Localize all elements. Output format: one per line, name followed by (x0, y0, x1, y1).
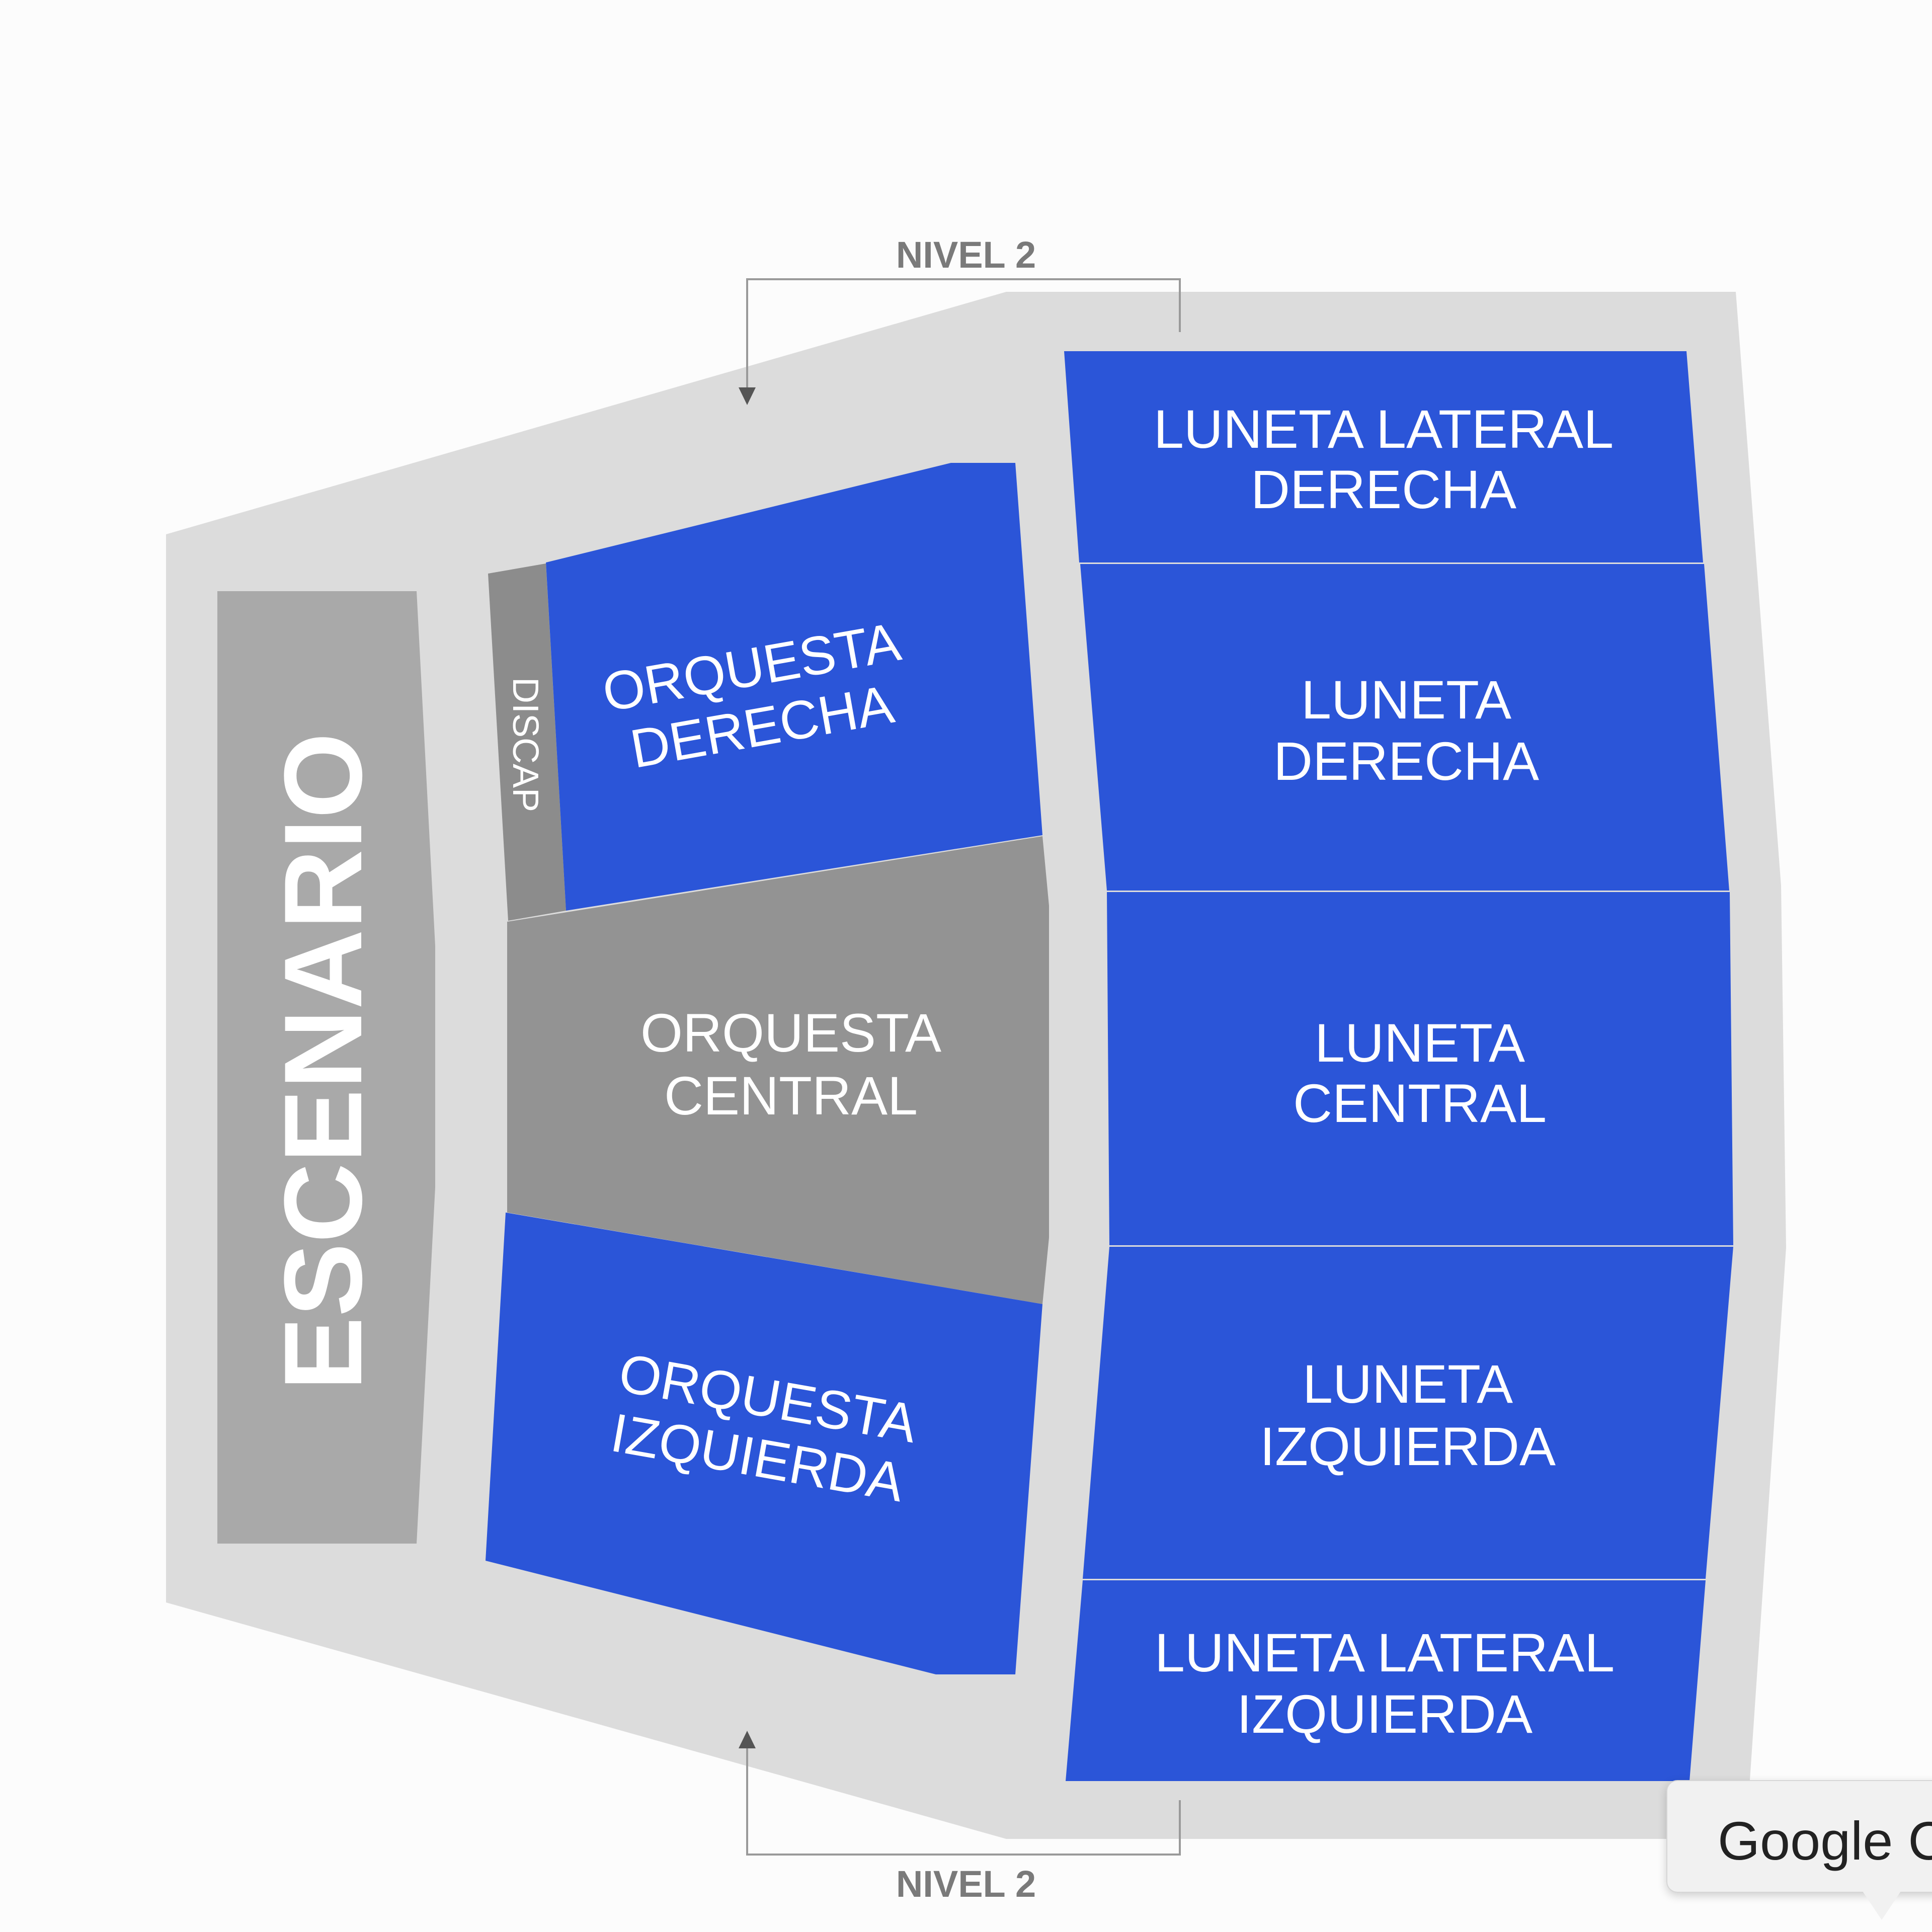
section-luneta-lateral-derecha-label-2: DERECHA (1251, 459, 1516, 520)
nivel-top-indicator[interactable]: NIVEL 2 (739, 234, 1181, 405)
section-orquesta-central[interactable]: ORQUESTA CENTRAL (507, 836, 1049, 1304)
section-luneta-izquierda[interactable]: LUNETA IZQUIERDA (1083, 1247, 1733, 1579)
section-luneta-lateral-izquierda-shape (1066, 1580, 1706, 1781)
google-tooltip-text: Google C (1718, 1810, 1932, 1871)
stage: ESCENARIO (217, 591, 435, 1544)
section-luneta-central-shape (1107, 892, 1733, 1245)
stage-shape (217, 591, 435, 1544)
section-orquesta-central-label-1: ORQUESTA (640, 1002, 941, 1063)
section-luneta-central-label-2: CENTRAL (1293, 1073, 1547, 1134)
section-luneta-izquierda-label-1: LUNETA (1303, 1353, 1513, 1414)
section-orquesta-derecha[interactable]: ORQUESTA DERECHA (546, 463, 1042, 911)
nivel-bottom-connector (746, 1748, 1181, 1856)
section-orquesta-central-label-2: CENTRAL (664, 1065, 918, 1126)
stage-label: ESCENARIO (261, 733, 385, 1391)
arrow-up-icon (739, 1731, 756, 1748)
arrow-down-icon (739, 387, 756, 405)
section-luneta-lateral-izquierda[interactable]: LUNETA LATERAL IZQUIERDA (1066, 1580, 1706, 1781)
google-tooltip-tail (1862, 1890, 1902, 1920)
section-orquesta-izquierda-shape (486, 1213, 1042, 1674)
section-luneta-lateral-izquierda-label-1: LUNETA LATERAL (1155, 1622, 1615, 1683)
section-orquesta-izquierda[interactable]: ORQUESTA IZQUIERDA (486, 1213, 1042, 1674)
section-orquesta-derecha-shape (546, 463, 1042, 911)
section-luneta-derecha-label-2: DERECHA (1273, 731, 1539, 791)
section-luneta-lateral-derecha-shape (1064, 351, 1703, 562)
discap-label: DISCAP (505, 677, 545, 812)
discap-section: DISCAP (488, 564, 566, 921)
section-luneta-derecha-shape (1080, 564, 1729, 891)
nivel-bottom-label: NIVEL 2 (896, 1863, 1036, 1905)
nivel-top-connector (746, 278, 1181, 387)
discap-shape (488, 564, 566, 921)
section-luneta-izquierda-label-2: IZQUIERDA (1260, 1416, 1556, 1477)
nivel-top-label: NIVEL 2 (896, 234, 1036, 276)
section-luneta-lateral-derecha[interactable]: LUNETA LATERAL DERECHA (1064, 351, 1703, 562)
section-luneta-izquierda-shape (1083, 1247, 1733, 1579)
section-luneta-central-label-1: LUNETA (1315, 1012, 1525, 1073)
nivel-bottom-indicator[interactable]: NIVEL 2 (739, 1731, 1181, 1905)
section-luneta-lateral-izquierda-label-2: IZQUIERDA (1237, 1683, 1533, 1744)
google-tooltip[interactable]: Google C (1666, 1780, 1932, 1893)
section-orquesta-central-shape (507, 836, 1049, 1304)
section-luneta-derecha[interactable]: LUNETA DERECHA (1080, 564, 1729, 891)
section-luneta-derecha-label-1: LUNETA (1301, 669, 1511, 730)
section-luneta-lateral-derecha-label-1: LUNETA LATERAL (1154, 398, 1614, 459)
section-luneta-central[interactable]: LUNETA CENTRAL (1107, 892, 1733, 1245)
